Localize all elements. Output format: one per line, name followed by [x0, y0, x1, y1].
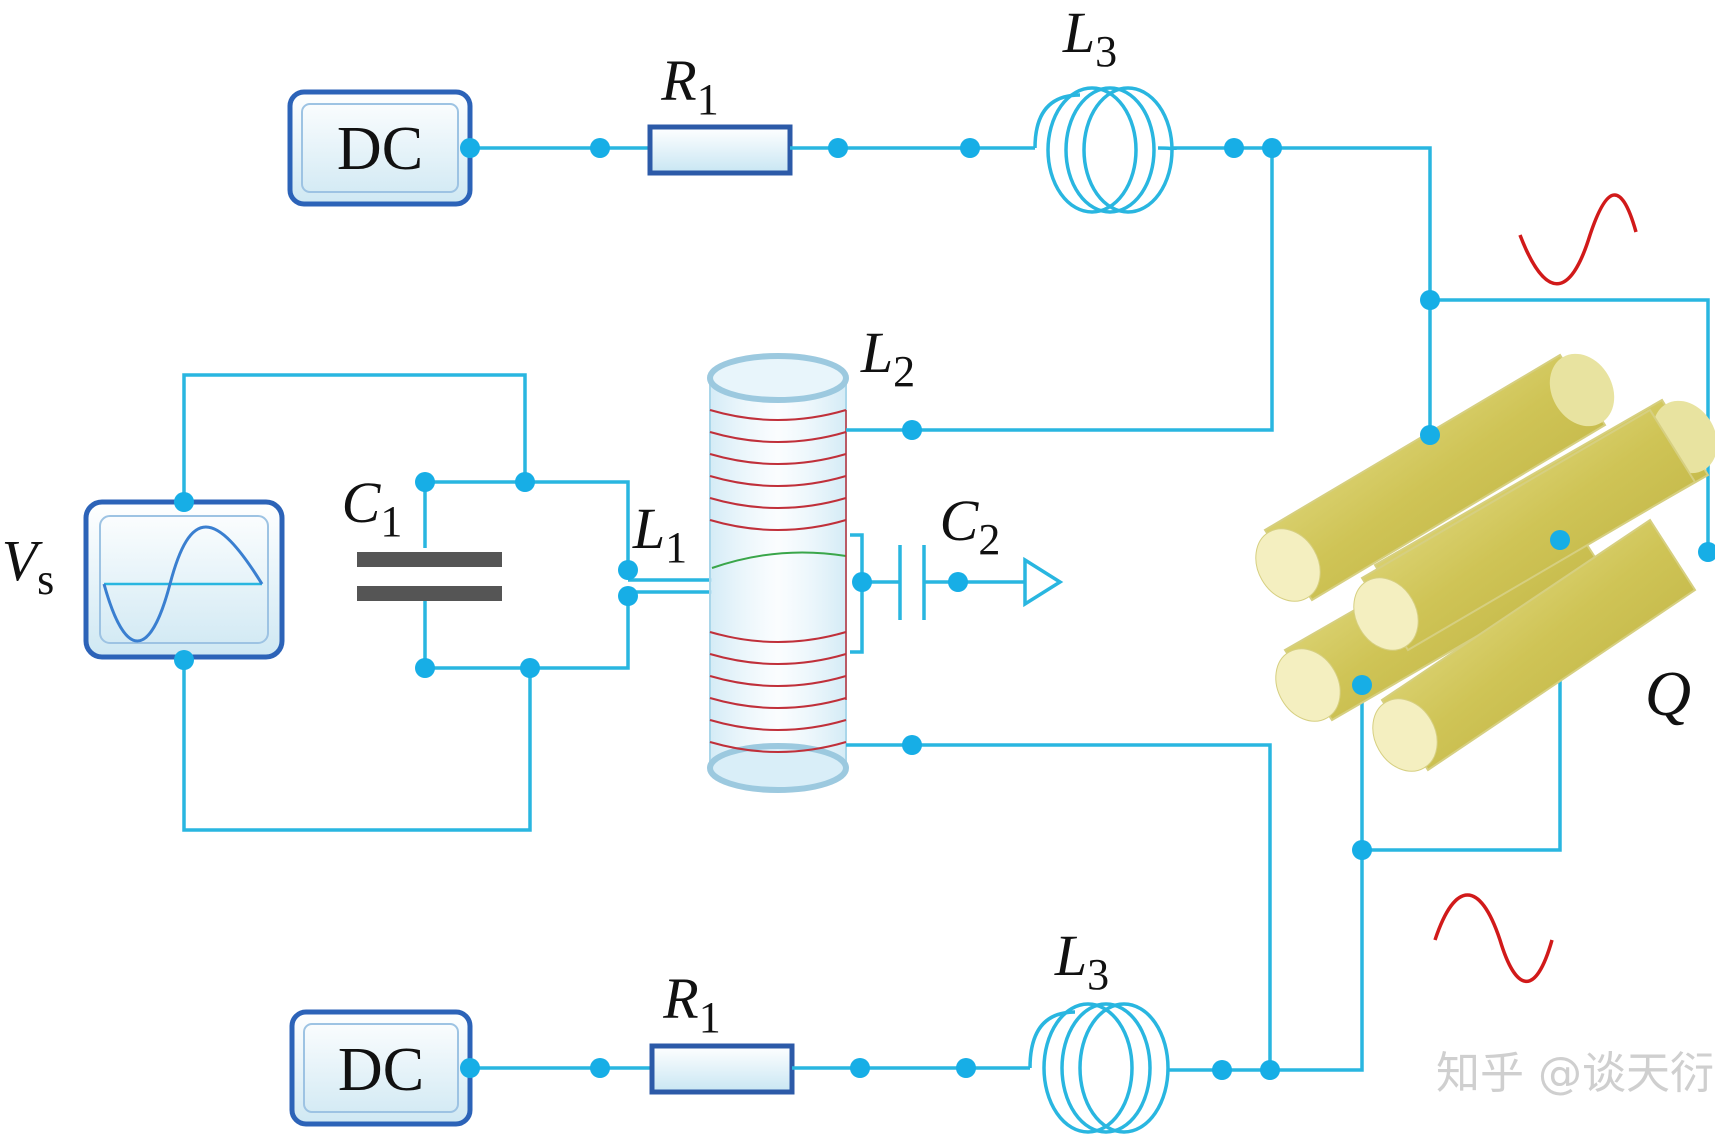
output-terminal-icon: [1023, 556, 1064, 608]
watermark: 知乎 @谈天衍: [1436, 1048, 1714, 1099]
resistor-r1-top: [647, 124, 793, 176]
inductor-l3-bottom: [1028, 1002, 1170, 1134]
capacitor-c1: [357, 552, 502, 601]
l2-label: L2: [860, 320, 915, 396]
top-dc-branch: DC R1 L3: [287, 0, 1710, 552]
rod-back-left: [1255, 353, 1615, 602]
c2-label: C2: [940, 488, 1001, 564]
l3-bottom-label: L3: [1054, 923, 1109, 999]
ac-source-vs: [83, 499, 285, 660]
dc-label-bottom: DC: [338, 1036, 424, 1104]
dc-label-top: DC: [337, 115, 423, 183]
l1-label: L1: [632, 496, 687, 572]
rod-front-right: [1353, 408, 1697, 772]
primary-circuit: Vs C1 L1: [2, 373, 712, 832]
r1-bottom-label: R1: [662, 966, 720, 1042]
c1-label: C1: [342, 470, 403, 546]
rf-waveform-bottom-icon: [1433, 893, 1554, 983]
bottom-dc-branch: DC R1 L3: [289, 540, 1562, 1134]
capacitor-c2-branch: C2: [850, 488, 1064, 654]
secondary-winding: [709, 409, 847, 753]
l3-top-label: L3: [1062, 0, 1117, 76]
primary-winding: [711, 551, 847, 569]
rf-waveform-top-icon: [1518, 193, 1638, 286]
r1-top-label: R1: [660, 48, 718, 124]
inductor-l3-top: [1033, 86, 1177, 214]
q-label: Q: [1645, 658, 1691, 729]
resistor-r1-bottom: [649, 1043, 795, 1095]
vs-label: Vs: [2, 528, 55, 604]
resonant-coil: L2: [707, 320, 922, 793]
quadrupole-rods: Q: [1255, 353, 1715, 772]
